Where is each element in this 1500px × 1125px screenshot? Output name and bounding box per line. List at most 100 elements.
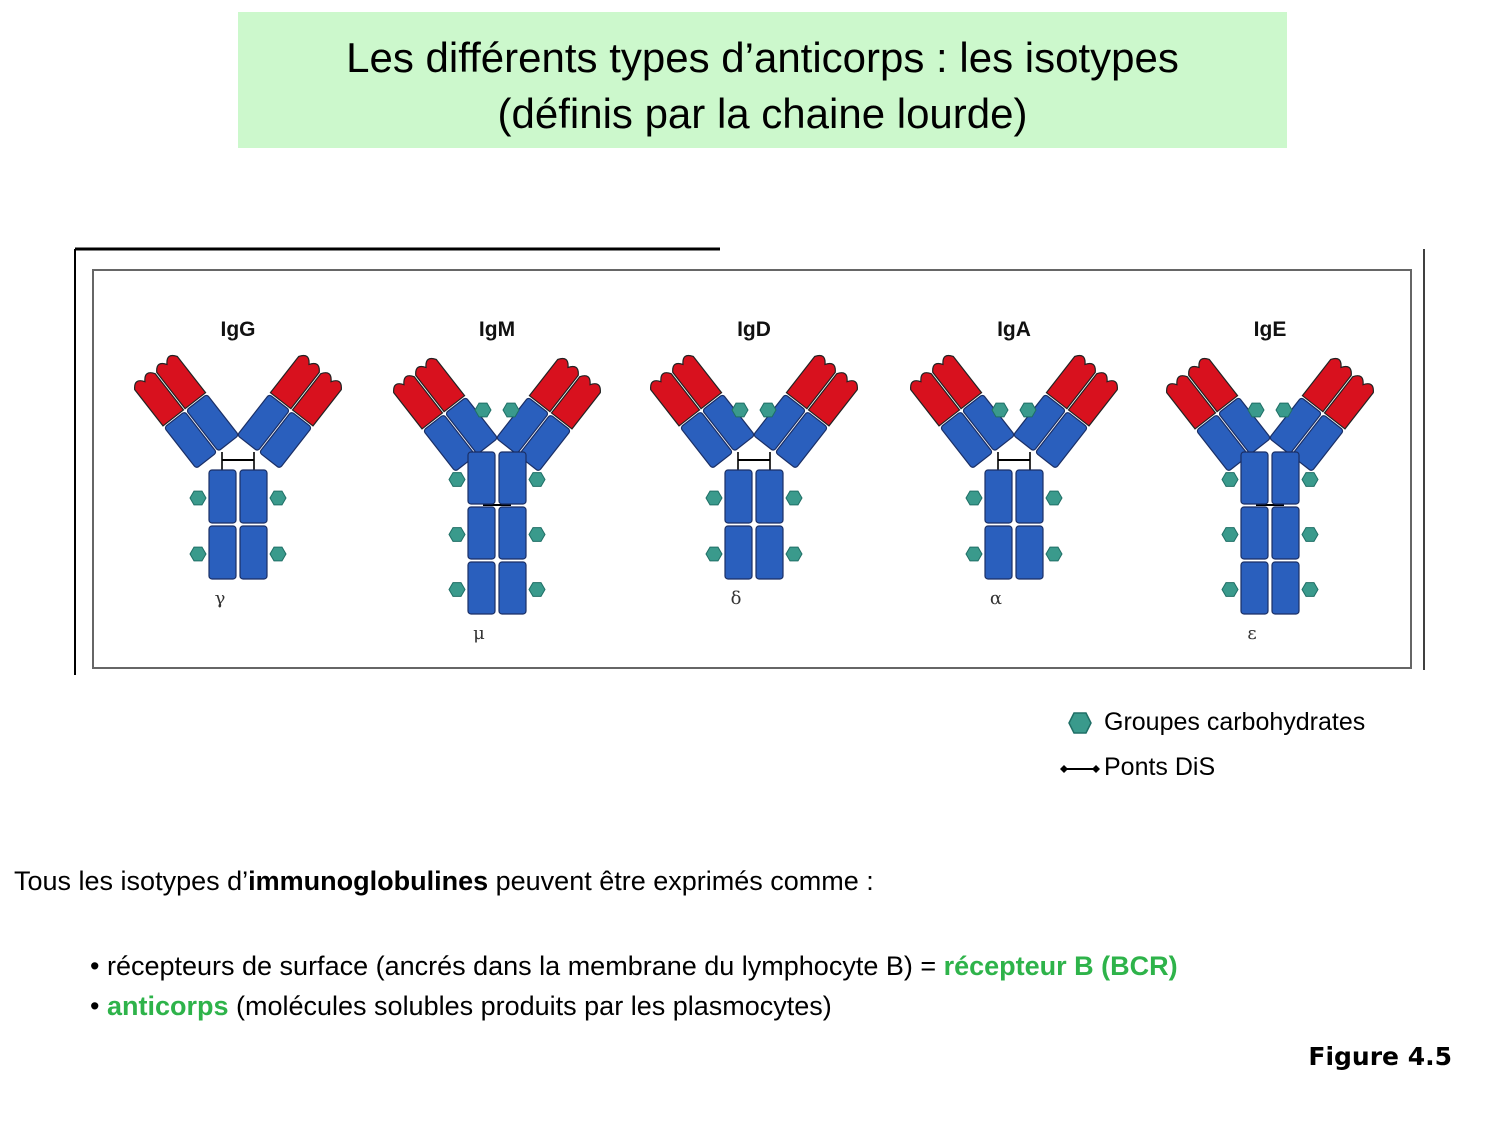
ige-armR-v0-shape xyxy=(1301,357,1352,413)
igg-stem-domain-1-1 xyxy=(239,525,268,580)
igg-molecule: IgG γ xyxy=(134,318,342,609)
igm-armL-c1 xyxy=(423,415,476,471)
iga-armR-v0 xyxy=(1045,354,1096,410)
igd-heavy-chain-label: δ xyxy=(731,588,742,609)
ige-armL-v1 xyxy=(1166,375,1217,430)
disulfide-bridge-icon xyxy=(1060,765,1100,773)
igg-stem-domain-1-0 xyxy=(208,525,237,580)
igm-carb-arm-L xyxy=(474,402,492,418)
iga-stem-domain-1-1 xyxy=(1015,525,1044,580)
igm-label: IgM xyxy=(479,318,515,341)
igm-armR-v1 xyxy=(550,375,601,430)
bullet-antibody: • anticorps (molécules solubles produits… xyxy=(90,986,1178,1026)
legend-disulfide: Ponts DiS xyxy=(1060,753,1480,783)
igm-carb-L1 xyxy=(448,527,466,542)
igg-armR-v1-shape xyxy=(291,372,342,427)
igd-armL-v1-shape xyxy=(650,372,701,427)
bullet-bcr: • récepteurs de surface (ancrés dans la … xyxy=(90,946,1178,986)
iga-stem-domain-1-0 xyxy=(984,525,1013,580)
iga-label: IgA xyxy=(997,318,1031,341)
ige-armL-c0 xyxy=(1218,397,1271,454)
igm-armL-v1 xyxy=(393,375,444,430)
ige-stem-domain-2-1 xyxy=(1271,561,1300,615)
igm-armL-v1-shape xyxy=(393,375,444,430)
iga-carb-L1 xyxy=(965,546,983,562)
ige-stem-domain-0-1 xyxy=(1271,451,1300,505)
igg-carb-R1 xyxy=(269,546,287,562)
igm-armR-c1 xyxy=(518,415,571,471)
ige-stem-domain-1-1 xyxy=(1271,506,1300,560)
igg-armL-c1 xyxy=(164,412,217,468)
igd-carb-R1 xyxy=(785,546,803,562)
igm-stem-domain-1-0 xyxy=(467,506,496,560)
bullet-list: • récepteurs de surface (ancrés dans la … xyxy=(90,946,1178,1026)
igg-armL-c1-shape xyxy=(164,412,217,468)
ige-stem-domain-0-0 xyxy=(1240,451,1269,505)
intro-text: Tous les isotypes d’immunoglobulines peu… xyxy=(14,866,874,897)
igg-carb-R0 xyxy=(269,490,287,506)
ige-armR-c1 xyxy=(1291,415,1344,471)
intro-before: Tous les isotypes d’ xyxy=(14,866,249,896)
igm-armR-c0 xyxy=(496,397,549,454)
bullet2-prefix: • xyxy=(90,991,107,1021)
ige-armR-v1 xyxy=(1323,375,1374,430)
igm-armL-v0-shape xyxy=(415,357,466,413)
ige-armL-v0 xyxy=(1188,357,1239,413)
igg-armR-c1 xyxy=(259,412,312,468)
bullet1-text: • récepteurs de surface (ancrés dans la … xyxy=(90,951,944,981)
igm-armL-c1-shape xyxy=(423,415,476,471)
igd-armL-c1 xyxy=(680,412,733,468)
igm-stem-domain-1-1 xyxy=(498,506,527,560)
intro-after: peuvent être exprimés comme : xyxy=(488,866,874,896)
igg-armR-c1-shape xyxy=(259,412,312,468)
igd-armL-v0 xyxy=(672,354,723,410)
ige-carb-R2 xyxy=(1301,582,1319,597)
ige-carb-L0 xyxy=(1221,472,1239,487)
igm-armR-c0-shape xyxy=(496,397,549,454)
iga-armR-c1-shape xyxy=(1035,412,1088,468)
iga-armL-c1 xyxy=(940,412,993,468)
igd-carb-arm-R xyxy=(759,402,777,418)
igm-stem-domain-2-0 xyxy=(467,561,496,615)
igd-carb-L0 xyxy=(705,490,723,506)
igg-armR-c0 xyxy=(237,394,290,451)
igm-stem-domain-0-1 xyxy=(498,451,527,505)
iga-armR-v1-shape xyxy=(1067,372,1118,427)
igg-carb-L1 xyxy=(189,546,207,562)
iga-armL-v1 xyxy=(910,372,961,427)
iga-armR-c1 xyxy=(1035,412,1088,468)
igm-carb-L0 xyxy=(448,472,466,487)
igd-stem-domain-1-0 xyxy=(724,525,753,580)
title-line-1: Les différents types d’anticorps : les i… xyxy=(346,34,1179,81)
iga-armL-v1-shape xyxy=(910,372,961,427)
igd-armL-v0-shape xyxy=(672,354,723,410)
igd-stem-domain-0-1 xyxy=(755,469,784,524)
igm-stem-domain-0-0 xyxy=(467,451,496,505)
ige-carb-L1 xyxy=(1221,527,1239,542)
title-box: Les différents types d’anticorps : les i… xyxy=(238,12,1287,148)
igg-armL-v0-shape xyxy=(156,354,207,410)
title-line-2: (définis par la chaine lourde) xyxy=(497,90,1028,137)
iga-armL-v0-shape xyxy=(932,354,983,410)
ige-armR-v1-shape xyxy=(1323,375,1374,430)
ige-armR-c0-shape xyxy=(1269,397,1322,454)
igg-armR-c0-shape xyxy=(237,394,290,451)
igg-armR-v0 xyxy=(269,354,320,410)
ige-carb-R1 xyxy=(1301,527,1319,542)
igd-armR-c1 xyxy=(775,412,828,468)
igg-heavy-chain-label: γ xyxy=(215,588,226,609)
igg-label: IgG xyxy=(221,318,256,341)
ige-carb-L2 xyxy=(1221,582,1239,597)
igm-armL-c0-shape xyxy=(445,397,498,454)
ige-stem-domain-2-0 xyxy=(1240,561,1269,615)
igd-carb-arm-L xyxy=(731,402,749,418)
igg-armL-c0-shape xyxy=(186,394,239,451)
iga-stem-domain-0-0 xyxy=(984,469,1013,524)
igd-stem-domain-0-0 xyxy=(724,469,753,524)
iga-armL-v0 xyxy=(932,354,983,410)
